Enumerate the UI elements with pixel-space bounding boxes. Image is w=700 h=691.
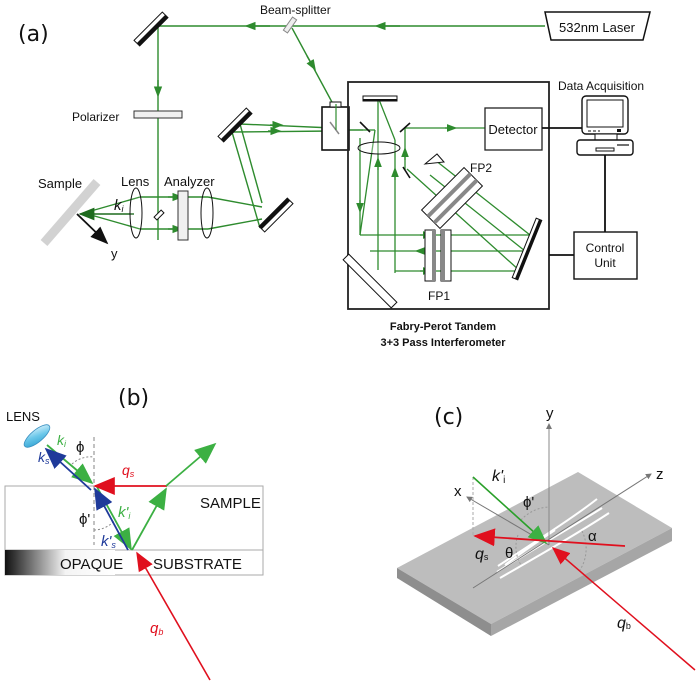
qb-c-vector xyxy=(551,547,696,671)
ks-b-vector xyxy=(44,447,92,491)
fp-top-mirror-coating xyxy=(363,99,397,101)
phi-prime-arc-c xyxy=(520,506,550,521)
theta-arc xyxy=(515,534,522,566)
qb-b-label: qb xyxy=(150,620,163,637)
reflected-vector-1 xyxy=(131,487,167,551)
qs-b-label: qs xyxy=(122,462,135,479)
control-unit-box xyxy=(573,231,638,280)
polarizer-label: Polarizer xyxy=(72,110,119,124)
panel-b-label: (b) xyxy=(118,386,149,411)
y-axis-c-label: y xyxy=(546,405,554,422)
qs-c-vector xyxy=(473,528,626,547)
fp-lens xyxy=(357,141,401,155)
computer-icon xyxy=(576,95,634,156)
ki-b-vector xyxy=(46,444,94,485)
kps-label: k's xyxy=(101,533,116,550)
panel-c: (c) y z x k'i ϕ' α θ qs qb xyxy=(397,405,696,671)
z-axis-c-label: z xyxy=(656,466,664,483)
qb-b-vector xyxy=(136,551,211,681)
beam-splitter-label: Beam-splitter xyxy=(260,3,331,17)
kpi-c-vector xyxy=(472,476,548,545)
control-unit-label-2: Unit xyxy=(594,256,616,270)
qb-c-label: qb xyxy=(617,615,631,632)
panel-c-label: (c) xyxy=(434,405,463,430)
kpi-label: k'i xyxy=(118,504,131,521)
z-axis-c xyxy=(472,473,652,589)
panel-b: (b) LENS SAMPLE OPAQUE SUBSTRATE ϕ ϕ' ki… xyxy=(4,386,264,681)
alpha-label: α xyxy=(588,528,597,545)
ki-label: ki xyxy=(114,197,125,214)
kps-vector xyxy=(94,487,129,551)
sample-label: Sample xyxy=(38,176,82,191)
phi-prime-c-label: ϕ' xyxy=(523,494,534,511)
alpha-arc xyxy=(579,530,587,571)
detector-label: Detector xyxy=(488,122,538,137)
fp2-label: FP2 xyxy=(470,161,492,175)
slab-side-right xyxy=(491,528,672,636)
panel-a: (a) 532nm Laser xyxy=(18,3,651,349)
mirror-top-left xyxy=(133,11,169,47)
phi-prime-arc xyxy=(93,519,116,531)
sample-layer xyxy=(4,485,264,551)
substrate-label: SUBSTRATE xyxy=(153,556,242,573)
lens-b-label: LENS xyxy=(6,409,40,424)
opaque-gradient xyxy=(5,550,115,575)
kpi-c-label: k'i xyxy=(492,468,505,486)
panel-a-label: (a) xyxy=(18,22,49,47)
phi-label: ϕ xyxy=(76,439,84,456)
reflected-vector-2 xyxy=(165,442,217,487)
y-axis-label: y xyxy=(111,246,118,261)
ki-b-label: ki xyxy=(57,432,67,449)
y-axis-arrow xyxy=(76,213,109,245)
fp-mirror-left xyxy=(342,253,398,309)
data-acquisition-label: Data Acquisition xyxy=(558,79,644,93)
sample-b-label: SAMPLE xyxy=(200,495,261,512)
lens-b-icon xyxy=(23,424,51,448)
fp-mirror-right-coating xyxy=(515,219,542,280)
fp2-etalons xyxy=(420,166,484,230)
fp2-corner-prism xyxy=(423,153,446,165)
lens-label: Lens xyxy=(121,174,150,189)
lens-2 xyxy=(200,187,214,239)
fp1-etalons xyxy=(424,229,452,282)
interferometer-caption-2: 3+3 Pass Interferometer xyxy=(380,337,506,349)
mirror-lower xyxy=(258,197,294,233)
slab-side-front xyxy=(397,568,491,636)
sample-plate xyxy=(40,179,101,246)
laser-label: 532nm Laser xyxy=(559,20,636,35)
interferometer-box xyxy=(347,81,550,310)
beam-splitter-icon xyxy=(282,16,298,34)
phi-arc xyxy=(71,456,95,465)
fp-small-mirror-2 xyxy=(399,122,411,133)
fp1-label: FP1 xyxy=(428,289,450,303)
analyzer-icon xyxy=(177,190,189,241)
control-unit-label-1: Control xyxy=(586,241,625,255)
mirror-upper xyxy=(217,107,253,143)
polarizer-icon xyxy=(133,110,183,119)
qs-c-label: qs xyxy=(475,546,489,563)
x-axis-c-label: x xyxy=(454,483,462,500)
lens-1 xyxy=(129,187,143,239)
beam-paths xyxy=(83,21,545,240)
detector-box xyxy=(484,107,543,151)
fp-small-mirror-1 xyxy=(359,121,371,133)
opaque-label: OPAQUE xyxy=(60,556,123,573)
small-mirror xyxy=(153,209,165,221)
prism-box xyxy=(321,101,350,151)
phi-prime-label: ϕ' xyxy=(79,511,90,528)
fp-small-mirror-3 xyxy=(402,166,411,179)
ks-b-label: ks xyxy=(38,449,50,466)
laser-source: 532nm Laser xyxy=(544,11,651,41)
analyzer-label: Analyzer xyxy=(164,174,215,189)
theta-label: θ xyxy=(505,545,513,562)
interferometer-caption-1: Fabry-Perot Tandem xyxy=(390,321,496,333)
